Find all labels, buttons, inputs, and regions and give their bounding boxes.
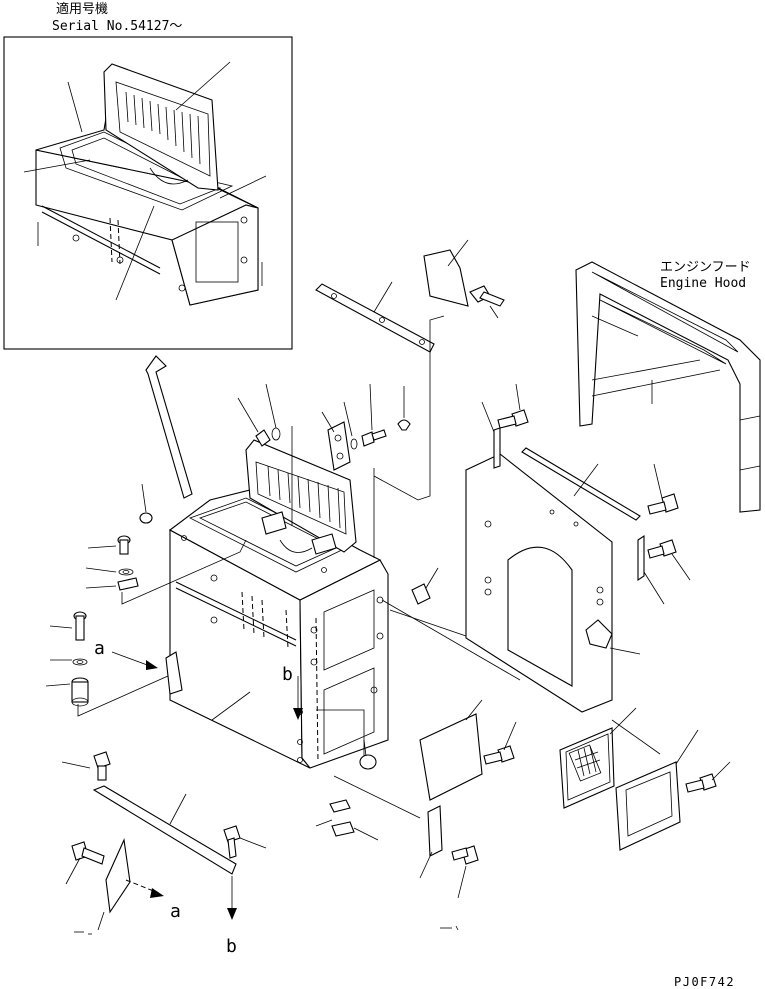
engine-hood-label-jp: エンジンフード [660,260,751,275]
left-spacer [45,677,89,707]
view-arrow-b-lower [227,876,237,920]
left-washer-2 [50,658,88,666]
lower-bar-bolt [223,825,267,859]
drawing-code: PJ0F742 [674,975,735,989]
access-cover-plate [419,699,483,801]
left-bolt-1 [87,535,131,555]
partition-small-plate [481,401,501,469]
view-marker-a-lower: a [170,901,181,922]
view-marker-b-upper: b [282,664,293,685]
view-marker-a-upper: a [94,638,105,659]
lower-bracket-bolt [65,841,105,885]
partition-plate [465,453,613,713]
lower-right-bolt [451,845,479,899]
hinge-bolt [343,383,387,450]
cutoff-callout-marks [74,925,459,935]
inset-reference-arrow [145,355,193,499]
partition-bracket-bolt [647,539,691,581]
view-arrow-a-lower [125,879,164,898]
screen-panel [559,707,637,809]
inset-leader-lines [23,61,267,301]
access-cover-bolt [483,721,517,765]
upper-plate [423,239,469,307]
inset-cover-box [35,63,259,306]
rubber-stopper [397,386,411,431]
view-arrow-b-upper [293,676,303,720]
view-marker-b-lower: b [226,936,237,957]
partition-cutout-piece [585,619,641,655]
small-plates [315,799,379,841]
screen-frame [615,729,699,851]
partition-top-rail [521,447,641,521]
lower-stay-bar [92,785,237,875]
nut-and-washer [237,383,281,447]
view-arrow-a-upper [111,651,158,670]
partition-top-bolt [497,383,529,429]
partition-side-bolt [647,463,679,515]
left-clip [85,577,139,591]
lower-right-bracket [419,805,443,879]
main-box-leader [211,691,251,721]
main-cover-box [165,439,389,769]
cap-part [411,567,439,605]
engine-hood [575,261,761,513]
serial-number-label: Serial No.54127～ [52,19,182,34]
lower-bolt-left [61,751,111,781]
partition-bracket [637,534,665,605]
upper-plate-bolt [469,285,505,319]
engine-hood-label-en: Engine Hood [660,276,746,291]
left-long-bolt [49,611,87,641]
screen-frame-bolt [685,761,731,793]
hinge-bracket [321,411,351,471]
applicable-models-label: 適用号機 [56,1,108,17]
rubber-piece [359,739,377,770]
top-stay-bar [315,281,435,353]
left-washer-1 [85,567,134,576]
connection-lines [77,315,661,819]
inset-frame [3,36,293,350]
lower-bracket [97,838,131,931]
knob [139,483,153,524]
